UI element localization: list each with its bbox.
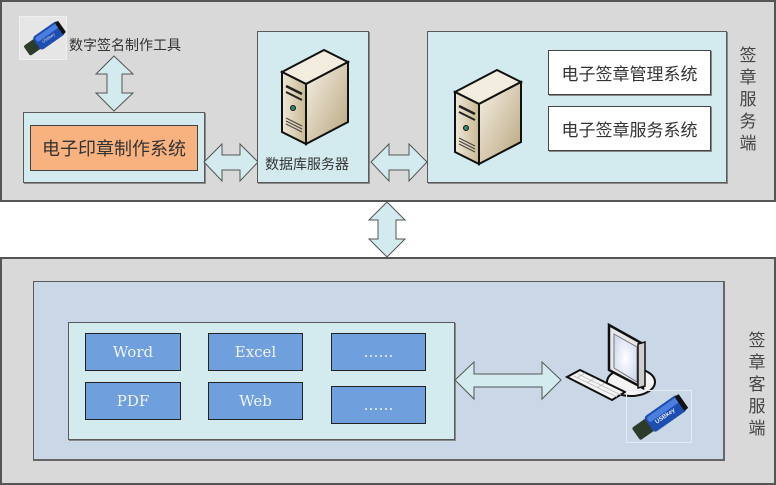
usb-key-icon: USBkey (626, 390, 692, 443)
double-arrow-horizontal-db-sig (370, 142, 428, 183)
database-server-label: 数据库服务器 (265, 157, 349, 173)
client-side-label: 签章客服端 (748, 331, 766, 439)
double-arrow-vertical-tool (94, 55, 135, 112)
computer-icon (564, 322, 656, 402)
double-arrow-horizontal-apps-computer (454, 360, 562, 401)
usb-key-icon: USBkey (19, 16, 67, 60)
app-box-more[interactable]: …… (331, 333, 426, 371)
server-icon (452, 68, 524, 166)
seal-making-system-box[interactable]: 电子印章制作系统 (30, 125, 198, 171)
digital-signature-tool-label: 数字签名制作工具 (69, 38, 181, 54)
app-box-word[interactable]: Word (85, 333, 181, 371)
app-box-pdf[interactable]: PDF (85, 382, 181, 420)
server-side-label: 签章服务端 (739, 46, 757, 154)
signature-service-system-box[interactable]: 电子签章服务系统 (548, 106, 711, 151)
app-box-more[interactable]: …… (331, 386, 426, 424)
double-arrow-vertical-server-client (367, 201, 407, 258)
app-box-web[interactable]: Web (208, 382, 303, 420)
double-arrow-horizontal-seal-db (203, 142, 259, 183)
server-icon (279, 48, 351, 146)
app-box-excel[interactable]: Excel (208, 333, 303, 371)
signature-management-system-box[interactable]: 电子签章管理系统 (548, 50, 711, 95)
